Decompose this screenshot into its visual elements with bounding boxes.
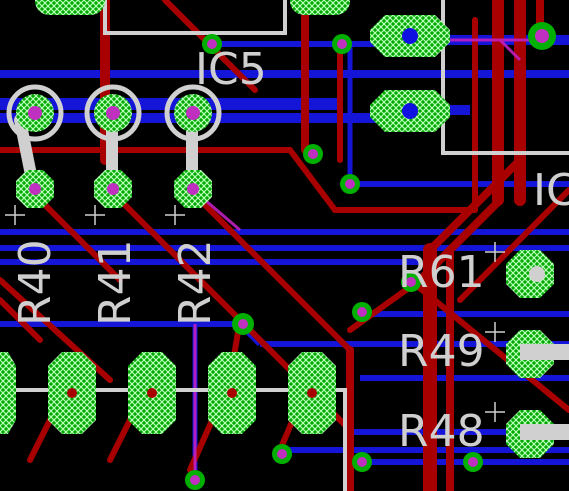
r40-pad-1[interactable] (6, 84, 64, 142)
pad-top-right[interactable] (290, 0, 350, 15)
origin-markers (5, 205, 505, 422)
ic5-label: IC5 (195, 44, 267, 95)
via[interactable] (272, 444, 292, 464)
via[interactable] (232, 313, 254, 335)
r49-label: R49 (398, 326, 485, 377)
via[interactable] (340, 174, 360, 194)
pad-top-left[interactable] (35, 0, 105, 15)
r41-label: R41 (90, 239, 141, 326)
resistor-pads-top[interactable] (6, 84, 222, 142)
ic-partial-label: IC (533, 165, 569, 216)
via[interactable] (352, 452, 372, 472)
via[interactable] (463, 452, 483, 472)
r40-label: R40 (10, 239, 61, 326)
pad-lower-0[interactable] (0, 352, 16, 434)
r41-pad-1[interactable] (84, 84, 142, 142)
via[interactable] (528, 22, 556, 50)
via[interactable] (332, 34, 352, 54)
r61-label: R61 (398, 247, 485, 298)
via[interactable] (202, 34, 222, 54)
r48-label: R48 (398, 406, 485, 457)
lower-pad-row[interactable] (0, 352, 336, 434)
vias[interactable] (185, 22, 556, 490)
ic-pads[interactable] (370, 15, 450, 132)
via[interactable] (303, 144, 323, 164)
r42-pad-1[interactable] (164, 84, 222, 142)
via[interactable] (401, 272, 421, 292)
r42-label: R42 (170, 239, 221, 326)
via[interactable] (185, 470, 205, 490)
via[interactable] (352, 302, 372, 322)
top-edge-pads[interactable] (35, 0, 350, 15)
right-resistor-pads[interactable] (506, 250, 569, 458)
resistor-pads-bottom[interactable] (16, 170, 212, 208)
